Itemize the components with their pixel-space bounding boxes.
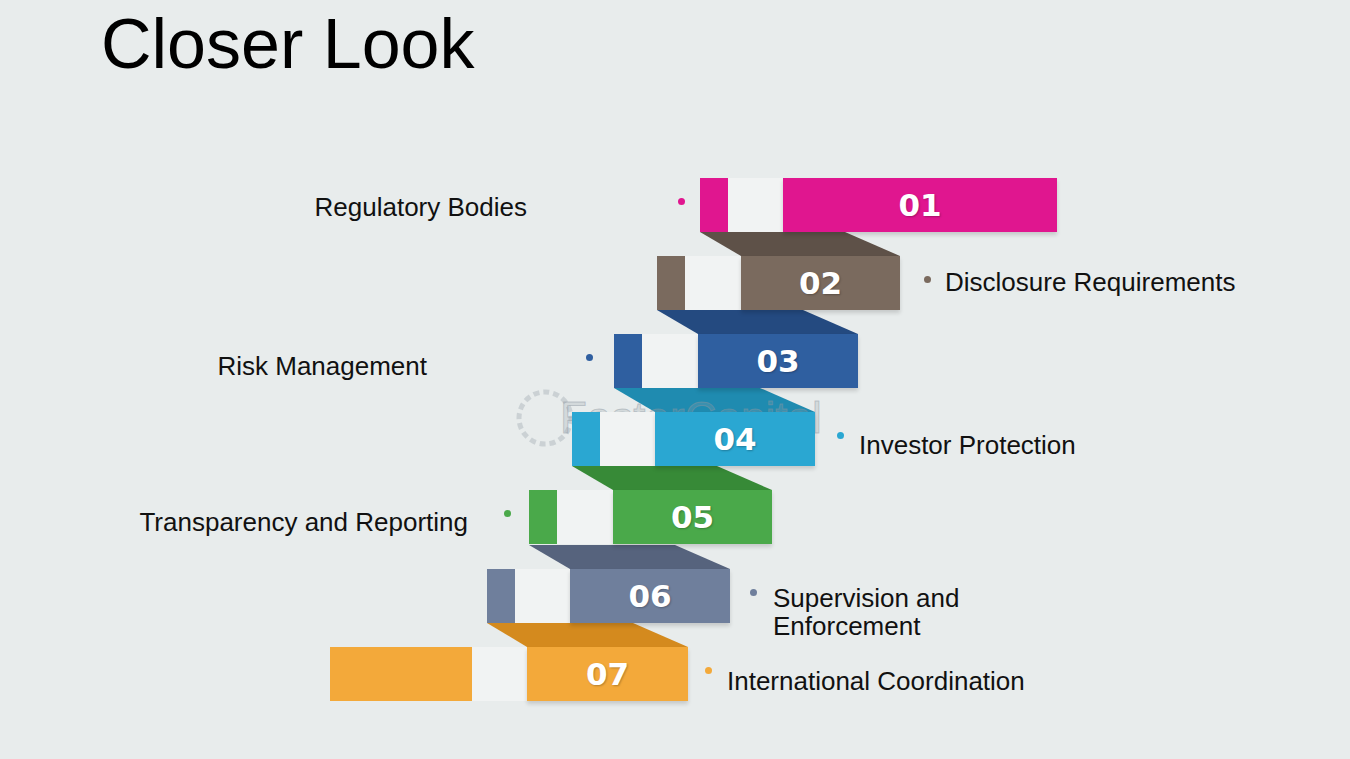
ribbon-tab bbox=[572, 412, 600, 466]
step-label: Transparency and Reporting bbox=[139, 508, 468, 536]
ribbon-body: 05 bbox=[613, 490, 772, 544]
ribbon-tab bbox=[657, 256, 685, 310]
ribbon-fold bbox=[487, 623, 688, 647]
bullet-dot bbox=[705, 667, 712, 674]
step-number: 01 bbox=[783, 178, 1057, 232]
ribbon-body: 02 bbox=[741, 256, 900, 310]
step-ribbon: 06Supervision and Enforcement bbox=[487, 569, 730, 623]
step-number: 03 bbox=[698, 334, 858, 388]
step-label: Supervision and Enforcement bbox=[773, 584, 988, 640]
step-ribbon: 05Transparency and Reporting bbox=[529, 490, 772, 544]
ribbon-fold bbox=[700, 232, 900, 256]
step-ribbon: 03Risk Management bbox=[614, 334, 858, 388]
step-label: Disclosure Requirements bbox=[945, 268, 1235, 296]
ribbon-tab bbox=[487, 569, 515, 623]
ribbon-inner bbox=[685, 256, 741, 310]
ribbon-inner bbox=[557, 490, 613, 544]
step-number: 06 bbox=[570, 569, 730, 623]
step-ribbon: 01Regulatory Bodies bbox=[700, 178, 1057, 232]
step-label: Regulatory Bodies bbox=[315, 193, 527, 221]
bullet-dot bbox=[750, 589, 757, 596]
step-number: 02 bbox=[741, 256, 900, 310]
ribbon-tab bbox=[614, 334, 642, 388]
bullet-dot bbox=[504, 510, 511, 517]
ribbon-body: 03 bbox=[698, 334, 858, 388]
ribbon-fold bbox=[529, 545, 730, 569]
step-ribbon: 02Disclosure Requirements bbox=[657, 256, 900, 310]
bullet-dot bbox=[837, 432, 844, 439]
bullet-dot bbox=[678, 198, 685, 205]
ribbon-inner bbox=[472, 647, 527, 701]
ribbon-inner bbox=[728, 178, 783, 232]
ribbon-inner bbox=[600, 412, 655, 466]
bullet-dot bbox=[586, 354, 593, 361]
ribbon-body: 07 bbox=[527, 647, 688, 701]
step-label: International Coordination bbox=[727, 667, 1025, 695]
step-label: Investor Protection bbox=[859, 431, 1076, 459]
step-ribbon: 07International Coordination bbox=[330, 647, 688, 701]
step-number: 07 bbox=[527, 647, 688, 701]
ribbon-fold bbox=[657, 310, 858, 334]
step-ribbon: 04Investor Protection bbox=[572, 412, 815, 466]
ribbon-inner bbox=[642, 334, 698, 388]
ribbon-tab bbox=[529, 490, 557, 544]
step-number: 05 bbox=[613, 490, 772, 544]
ribbon-body: 04 bbox=[655, 412, 815, 466]
step-number: 04 bbox=[655, 412, 815, 466]
ribbon-inner bbox=[515, 569, 570, 623]
ribbon-fold bbox=[572, 466, 772, 490]
ribbon-body: 06 bbox=[570, 569, 730, 623]
ribbon-tab bbox=[700, 178, 728, 232]
ribbon-tab bbox=[330, 647, 472, 701]
step-label: Risk Management bbox=[217, 352, 427, 380]
diagram-title: Closer Look bbox=[101, 4, 475, 84]
ribbon-body: 01 bbox=[783, 178, 1057, 232]
bullet-dot bbox=[924, 276, 931, 283]
